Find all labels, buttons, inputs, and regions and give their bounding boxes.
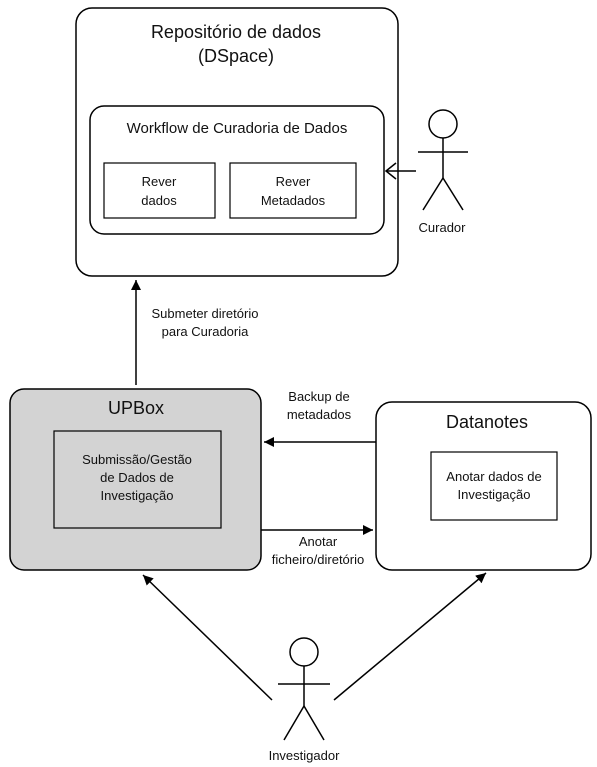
datanotes-inner-line1: Anotar dados de (446, 469, 541, 484)
upbox-box: UPBox Submissão/Gestão de Dados de Inves… (9, 388, 262, 571)
review-metadata-task: Rever Metadados (229, 162, 357, 219)
curador-right-leg (442, 177, 464, 211)
curador-left-leg (422, 177, 444, 211)
investigador-actor (278, 637, 330, 741)
upbox-inner-line1: Submissão/Gestão (82, 452, 192, 467)
backup-label-line2: metadados (287, 407, 352, 422)
submit-label-line2: para Curadoria (162, 324, 249, 339)
review-data-line1: Rever (142, 174, 177, 189)
datanotes-title: Datanotes (446, 412, 528, 432)
datanotes-annotate-box: Anotar dados de Investigação (430, 451, 558, 521)
curador-head-icon (428, 109, 458, 139)
review-data-task: Rever dados (103, 162, 216, 219)
datanotes-box: Datanotes Anotar dados de Investigação (375, 401, 592, 571)
submit-label-line1: Submeter diretório (152, 306, 259, 321)
investigador-to-datanotes-arrow (333, 572, 487, 701)
repository-title-line1: Repositório de dados (151, 22, 321, 42)
upbox-title: UPBox (108, 398, 164, 418)
workflow-title: Workflow de Curadoria de Dados (127, 120, 348, 137)
investigador-right-leg (303, 705, 325, 741)
investigador-to-upbox-arrow (142, 574, 273, 701)
review-metadata-line2: Metadados (261, 193, 326, 208)
curador-to-workflow-arrow (384, 162, 416, 180)
review-metadata-line1: Rever (276, 174, 311, 189)
upbox-inner-line3: Investigação (101, 488, 174, 503)
repository-box: Repositório de dados (DSpace) Workflow d… (75, 7, 399, 277)
investigador-left-leg (283, 705, 305, 741)
upbox-inner-line2: de Dados de (100, 470, 174, 485)
annotate-label-line1: Anotar (299, 534, 338, 549)
curador-label: Curador (419, 220, 467, 235)
investigador-label: Investigador (269, 748, 340, 763)
investigador-head-icon (289, 637, 319, 667)
review-data-line2: dados (141, 193, 177, 208)
curador-actor (418, 109, 468, 211)
upbox-submission-box: Submissão/Gestão de Dados de Investigaçã… (53, 430, 222, 529)
curation-workflow-box: Workflow de Curadoria de Dados Rever dad… (89, 105, 385, 235)
datanotes-inner-line2: Investigação (458, 487, 531, 502)
backup-label-line1: Backup de (288, 389, 349, 404)
annotate-label-line2: ficheiro/diretório (272, 552, 365, 567)
repository-title-line2: (DSpace) (198, 46, 274, 66)
